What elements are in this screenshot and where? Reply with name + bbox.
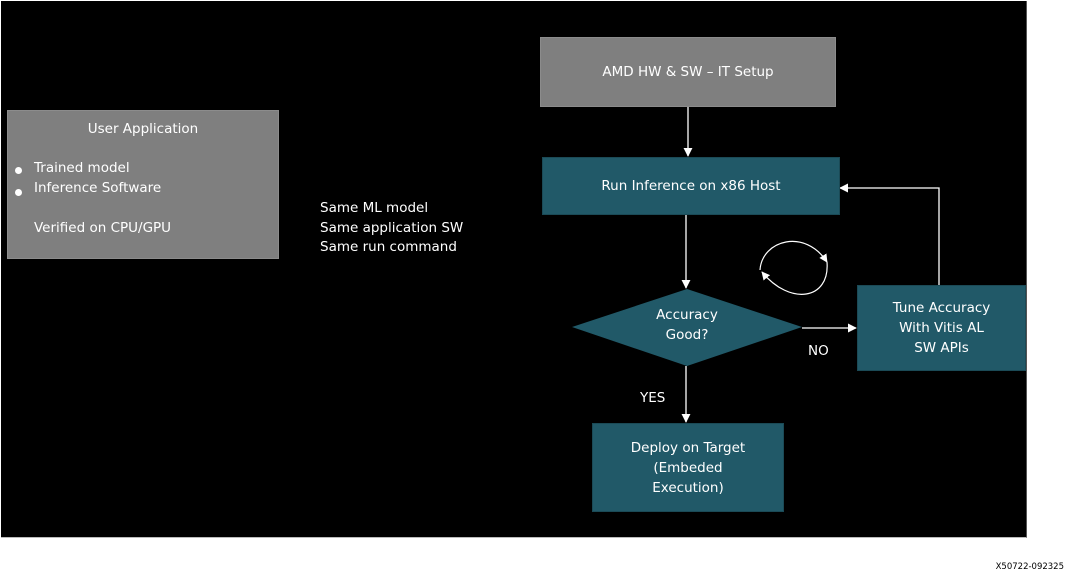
arrow-tune-to-run [839, 183, 940, 285]
note-same-command: Same run command [320, 239, 457, 255]
figure-id: X50722-092325 [995, 562, 1064, 572]
bullet-trained-model: Trained model [34, 160, 130, 176]
deploy-box: Deploy on Target (Embeded Execution) [592, 423, 784, 512]
bullet-inference-software: Inference Software [34, 180, 162, 196]
decision-diamond [572, 289, 802, 366]
no-label: NO [808, 343, 829, 359]
tune-line-1: Tune Accuracy [892, 300, 991, 316]
diagram-canvas [1, 1, 1027, 538]
deploy-line-2: (Embeded [653, 459, 723, 476]
tune-line-3: SW APIs [914, 340, 969, 356]
note-same-app: Same application SW [320, 220, 464, 236]
bullet-icon [15, 167, 22, 174]
tune-line-2: With Vitis AL [899, 320, 984, 336]
tune-accuracy-box: Tune Accuracy With Vitis AL SW APIs [857, 285, 1026, 371]
deploy-line-1: Deploy on Target [630, 439, 746, 456]
decision-line-2: Good? [665, 327, 709, 343]
iteration-cycle-icon [759, 240, 828, 295]
run-inference-box: Run Inference on x86 Host [542, 157, 840, 215]
note-same-model: Same ML model [320, 200, 429, 216]
yes-label: YES [640, 390, 666, 406]
decision-text: Accuracy Good? [612, 300, 762, 350]
verified-note: Verified on CPU/GPU [34, 220, 172, 236]
setup-box: AMD HW & SW – IT Setup [540, 37, 836, 107]
deploy-line-3: Execution) [652, 479, 724, 496]
user-application-box: User Application Trained model Inference… [7, 110, 279, 259]
user-application-title: User Application [87, 121, 199, 137]
setup-label: AMD HW & SW – IT Setup [602, 64, 774, 80]
bullet-icon [15, 189, 22, 196]
run-inference-label: Run Inference on x86 Host [601, 178, 781, 194]
decision-line-1: Accuracy [656, 307, 718, 323]
